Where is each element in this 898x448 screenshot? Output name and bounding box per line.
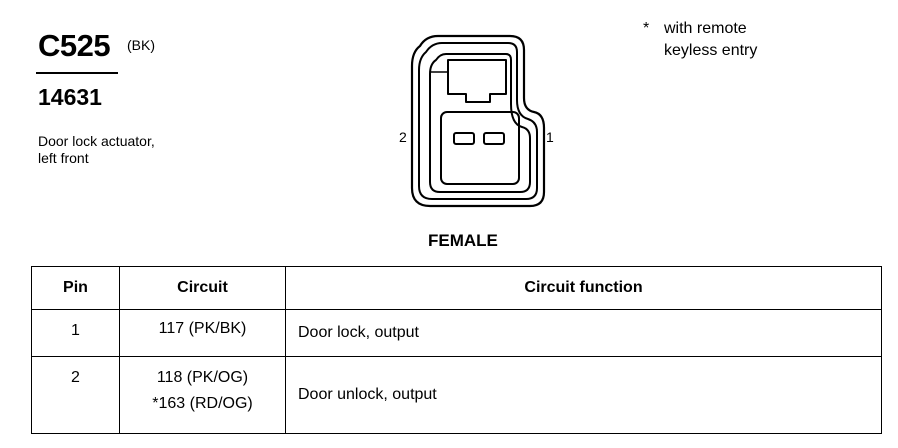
terminal-cavity-1 (483, 132, 505, 145)
footnote: * with remote keyless entry (643, 18, 757, 62)
function-cell: Door unlock, output (285, 356, 882, 434)
pin-cell: 1 (31, 309, 120, 357)
connector-id: C525 (38, 28, 111, 63)
connector-middle-outline (418, 42, 538, 200)
table-row: 2 118 (PK/OG) *163 (RD/OG) Door unlock, … (31, 356, 882, 434)
terminal-cavity-2 (453, 132, 475, 145)
connector-face-diagram (410, 34, 546, 208)
footnote-line-1: with remote (664, 20, 747, 37)
connector-id-underline (36, 72, 118, 74)
header-circuit-function: Circuit function (285, 266, 882, 310)
connector-color-code: (BK) (127, 37, 155, 53)
circuit-cell: 118 (PK/OG) *163 (RD/OG) (119, 356, 286, 434)
description-line-1: Door lock actuator, (38, 133, 155, 149)
header-circuit: Circuit (119, 266, 286, 310)
connector-inner-outline (429, 53, 531, 193)
circuit-line: 118 (PK/OG) (156, 369, 249, 386)
connector-description: Door lock actuator, left front (38, 133, 155, 167)
table-row: 1 117 (PK/BK) Door lock, output (31, 309, 882, 357)
pin-cell: 2 (31, 356, 120, 434)
part-number: 14631 (38, 84, 102, 110)
function-cell: Door lock, output (285, 309, 882, 357)
pin-label-left: 2 (399, 129, 407, 145)
pin-table: Pin Circuit Circuit function 1 117 (PK/B… (31, 266, 882, 434)
terminal-block (440, 111, 520, 185)
circuit-line: *163 (RD/OG) (152, 395, 253, 412)
pin-table-header-row: Pin Circuit Circuit function (31, 266, 882, 310)
latch-tab (447, 59, 507, 103)
footnote-marker: * (643, 20, 650, 37)
connector-outer-outline (410, 34, 546, 208)
header-pin: Pin (31, 266, 120, 310)
description-line-2: left front (38, 150, 89, 166)
pin-label-right: 1 (546, 129, 554, 145)
circuit-cell: 117 (PK/BK) (119, 309, 286, 357)
footnote-line-2: keyless entry (664, 42, 758, 59)
connector-gender: FEMALE (428, 231, 498, 250)
circuit-line: 117 (PK/BK) (158, 320, 247, 337)
